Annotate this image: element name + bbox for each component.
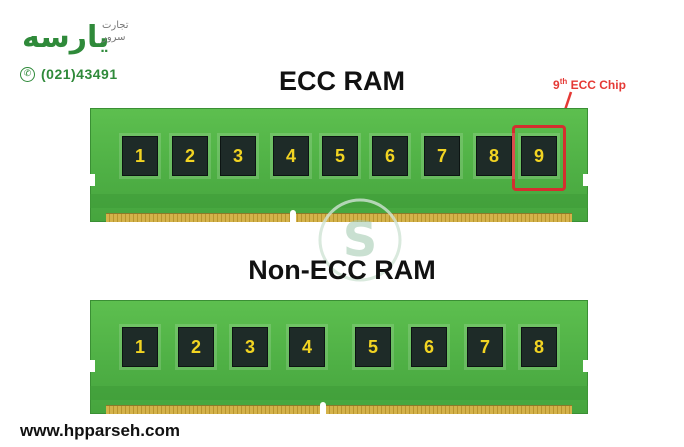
logo-subtitle: تجارت سرور bbox=[102, 20, 129, 43]
svg-text:S: S bbox=[343, 212, 378, 268]
non-ecc-chip-2: 2 bbox=[178, 327, 214, 367]
non-ecc-chip-label: 6 bbox=[423, 336, 434, 357]
ecc-heading: ECC RAM bbox=[279, 66, 405, 96]
non-ecc-chip-3: 3 bbox=[232, 327, 268, 367]
ecc-chip-label: 2 bbox=[184, 145, 195, 166]
non-ecc-chip-8: 8 bbox=[521, 327, 557, 367]
ecc-chip-label: 6 bbox=[384, 145, 395, 166]
ninth-chip-highlight bbox=[512, 125, 566, 191]
ecc-chip-label: 4 bbox=[285, 145, 296, 166]
non-ecc-chip-4: 4 bbox=[289, 327, 325, 367]
non-ecc-gold-contacts bbox=[106, 405, 572, 414]
ecc-chip-label: 5 bbox=[334, 145, 345, 166]
non-ecc-chip-7: 7 bbox=[467, 327, 503, 367]
ecc-chip-5: 5 bbox=[322, 136, 358, 176]
ecc-chip-8: 8 bbox=[476, 136, 512, 176]
non-ecc-chip-6: 6 bbox=[411, 327, 447, 367]
ecc-side-notch-right bbox=[583, 174, 589, 186]
non-ecc-chip-label: 5 bbox=[367, 336, 378, 357]
non-ecc-side-notch-right bbox=[583, 360, 589, 372]
logo: یارسه تجارت سرور bbox=[18, 10, 148, 62]
non-ecc-chip-label: 1 bbox=[134, 336, 145, 357]
non-ecc-key-notch bbox=[320, 402, 326, 414]
ecc-chip-3: 3 bbox=[220, 136, 256, 176]
watermark-logo-icon: S bbox=[318, 198, 402, 282]
ecc-chip-2: 2 bbox=[172, 136, 208, 176]
ecc-chip-label: 7 bbox=[436, 145, 447, 166]
non-ecc-chip-label: 2 bbox=[190, 336, 201, 357]
non-ecc-ram-module bbox=[89, 300, 589, 414]
ecc-side-notch-left bbox=[89, 174, 95, 186]
pcb-stripe bbox=[90, 194, 588, 208]
non-ecc-chip-label: 4 bbox=[301, 336, 312, 357]
ecc-chip-1: 1 bbox=[122, 136, 158, 176]
non-ecc-chip-label: 8 bbox=[533, 336, 544, 357]
ecc-chip-label: 8 bbox=[488, 145, 499, 166]
non-ecc-heading: Non-ECC RAM bbox=[248, 255, 436, 285]
ecc-key-notch bbox=[290, 210, 296, 222]
phone-contact: ✆ (021)43491 bbox=[20, 66, 118, 82]
non-ecc-chip-label: 7 bbox=[479, 336, 490, 357]
non-ecc-side-notch-left bbox=[89, 360, 95, 372]
logo-brand: یارسه bbox=[22, 20, 110, 55]
ecc-chip-6: 6 bbox=[372, 136, 408, 176]
website-url: www.hpparseh.com bbox=[20, 421, 180, 440]
callout-suffix: th bbox=[559, 77, 568, 86]
non-ecc-chip-label: 3 bbox=[244, 336, 255, 357]
ecc-gold-contacts bbox=[106, 213, 572, 222]
phone-number: (021)43491 bbox=[41, 66, 118, 82]
ecc-chip-9: 9 bbox=[521, 136, 557, 176]
ecc-chip-7: 7 bbox=[424, 136, 460, 176]
ecc-chip-4: 4 bbox=[273, 136, 309, 176]
ecc-chip-label: 1 bbox=[134, 145, 145, 166]
pcb-stripe bbox=[90, 386, 588, 400]
ecc-chip-label: 9 bbox=[533, 145, 544, 166]
non-ecc-chip-5: 5 bbox=[355, 327, 391, 367]
phone-icon: ✆ bbox=[20, 66, 35, 82]
ecc-chip-label: 3 bbox=[232, 145, 243, 166]
callout-number: 9 bbox=[553, 78, 560, 92]
ninth-chip-callout: 9th ECC Chip bbox=[553, 77, 626, 92]
callout-label: ECC Chip bbox=[570, 78, 626, 92]
non-ecc-chip-1: 1 bbox=[122, 327, 158, 367]
